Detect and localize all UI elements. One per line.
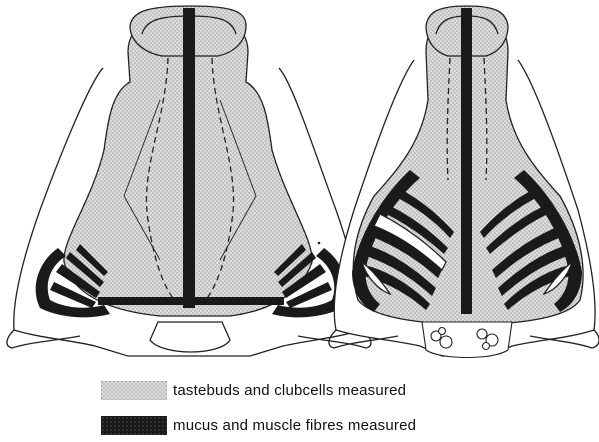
legend-item-dark: mucus and muscle fibres measured [101,415,416,435]
left-median-stripe [183,8,195,308]
right-bottom-nodules [422,322,512,358]
left-cross-bar [98,297,284,305]
dark-swatch [101,416,167,435]
stray-dot [318,242,321,245]
stipple-swatch [101,381,167,400]
legend-label-stipple: tastebuds and clubcells measured [173,382,406,399]
right-median-stripe [461,8,472,314]
palate-diagrams [0,0,599,360]
right-palate-diagram [329,6,599,358]
left-bottom-notch [150,322,230,352]
legend-item-stipple: tastebuds and clubcells measured [101,380,406,400]
left-palate-diagram [7,6,371,356]
legend-label-dark: mucus and muscle fibres measured [173,417,416,434]
